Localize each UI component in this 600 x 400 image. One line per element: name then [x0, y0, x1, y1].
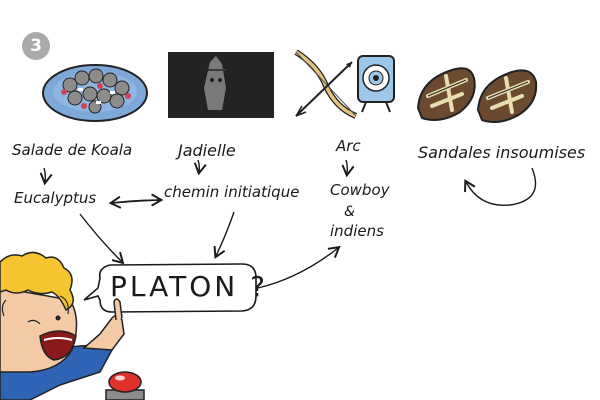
archery-target-image [357, 55, 395, 113]
bow-arrow-image [294, 49, 358, 119]
red-buzzer-button [105, 371, 145, 400]
label-salade-de-koala: Salade de Koala [12, 141, 133, 159]
label-jadielle: Jadielle [178, 141, 236, 160]
jadielle-dark-image [168, 52, 274, 118]
label-cowboy: Cowboy [330, 181, 390, 199]
label-indiens: indiens [330, 222, 384, 240]
label-sandales-insoumises: Sandales insoumises [418, 143, 586, 162]
label-eucalyptus: Eucalyptus [14, 189, 97, 207]
label-arc: Arc [336, 137, 361, 155]
label-platon: PLATON ? [110, 270, 268, 303]
label-chemin-initiatique: chemin initiatique [164, 183, 300, 201]
sandals-image [416, 67, 538, 123]
character-illustration [0, 251, 125, 400]
label-ampersand: & [344, 204, 355, 220]
step-number-badge: 3 [22, 32, 50, 60]
koala-salad-image [42, 64, 148, 122]
